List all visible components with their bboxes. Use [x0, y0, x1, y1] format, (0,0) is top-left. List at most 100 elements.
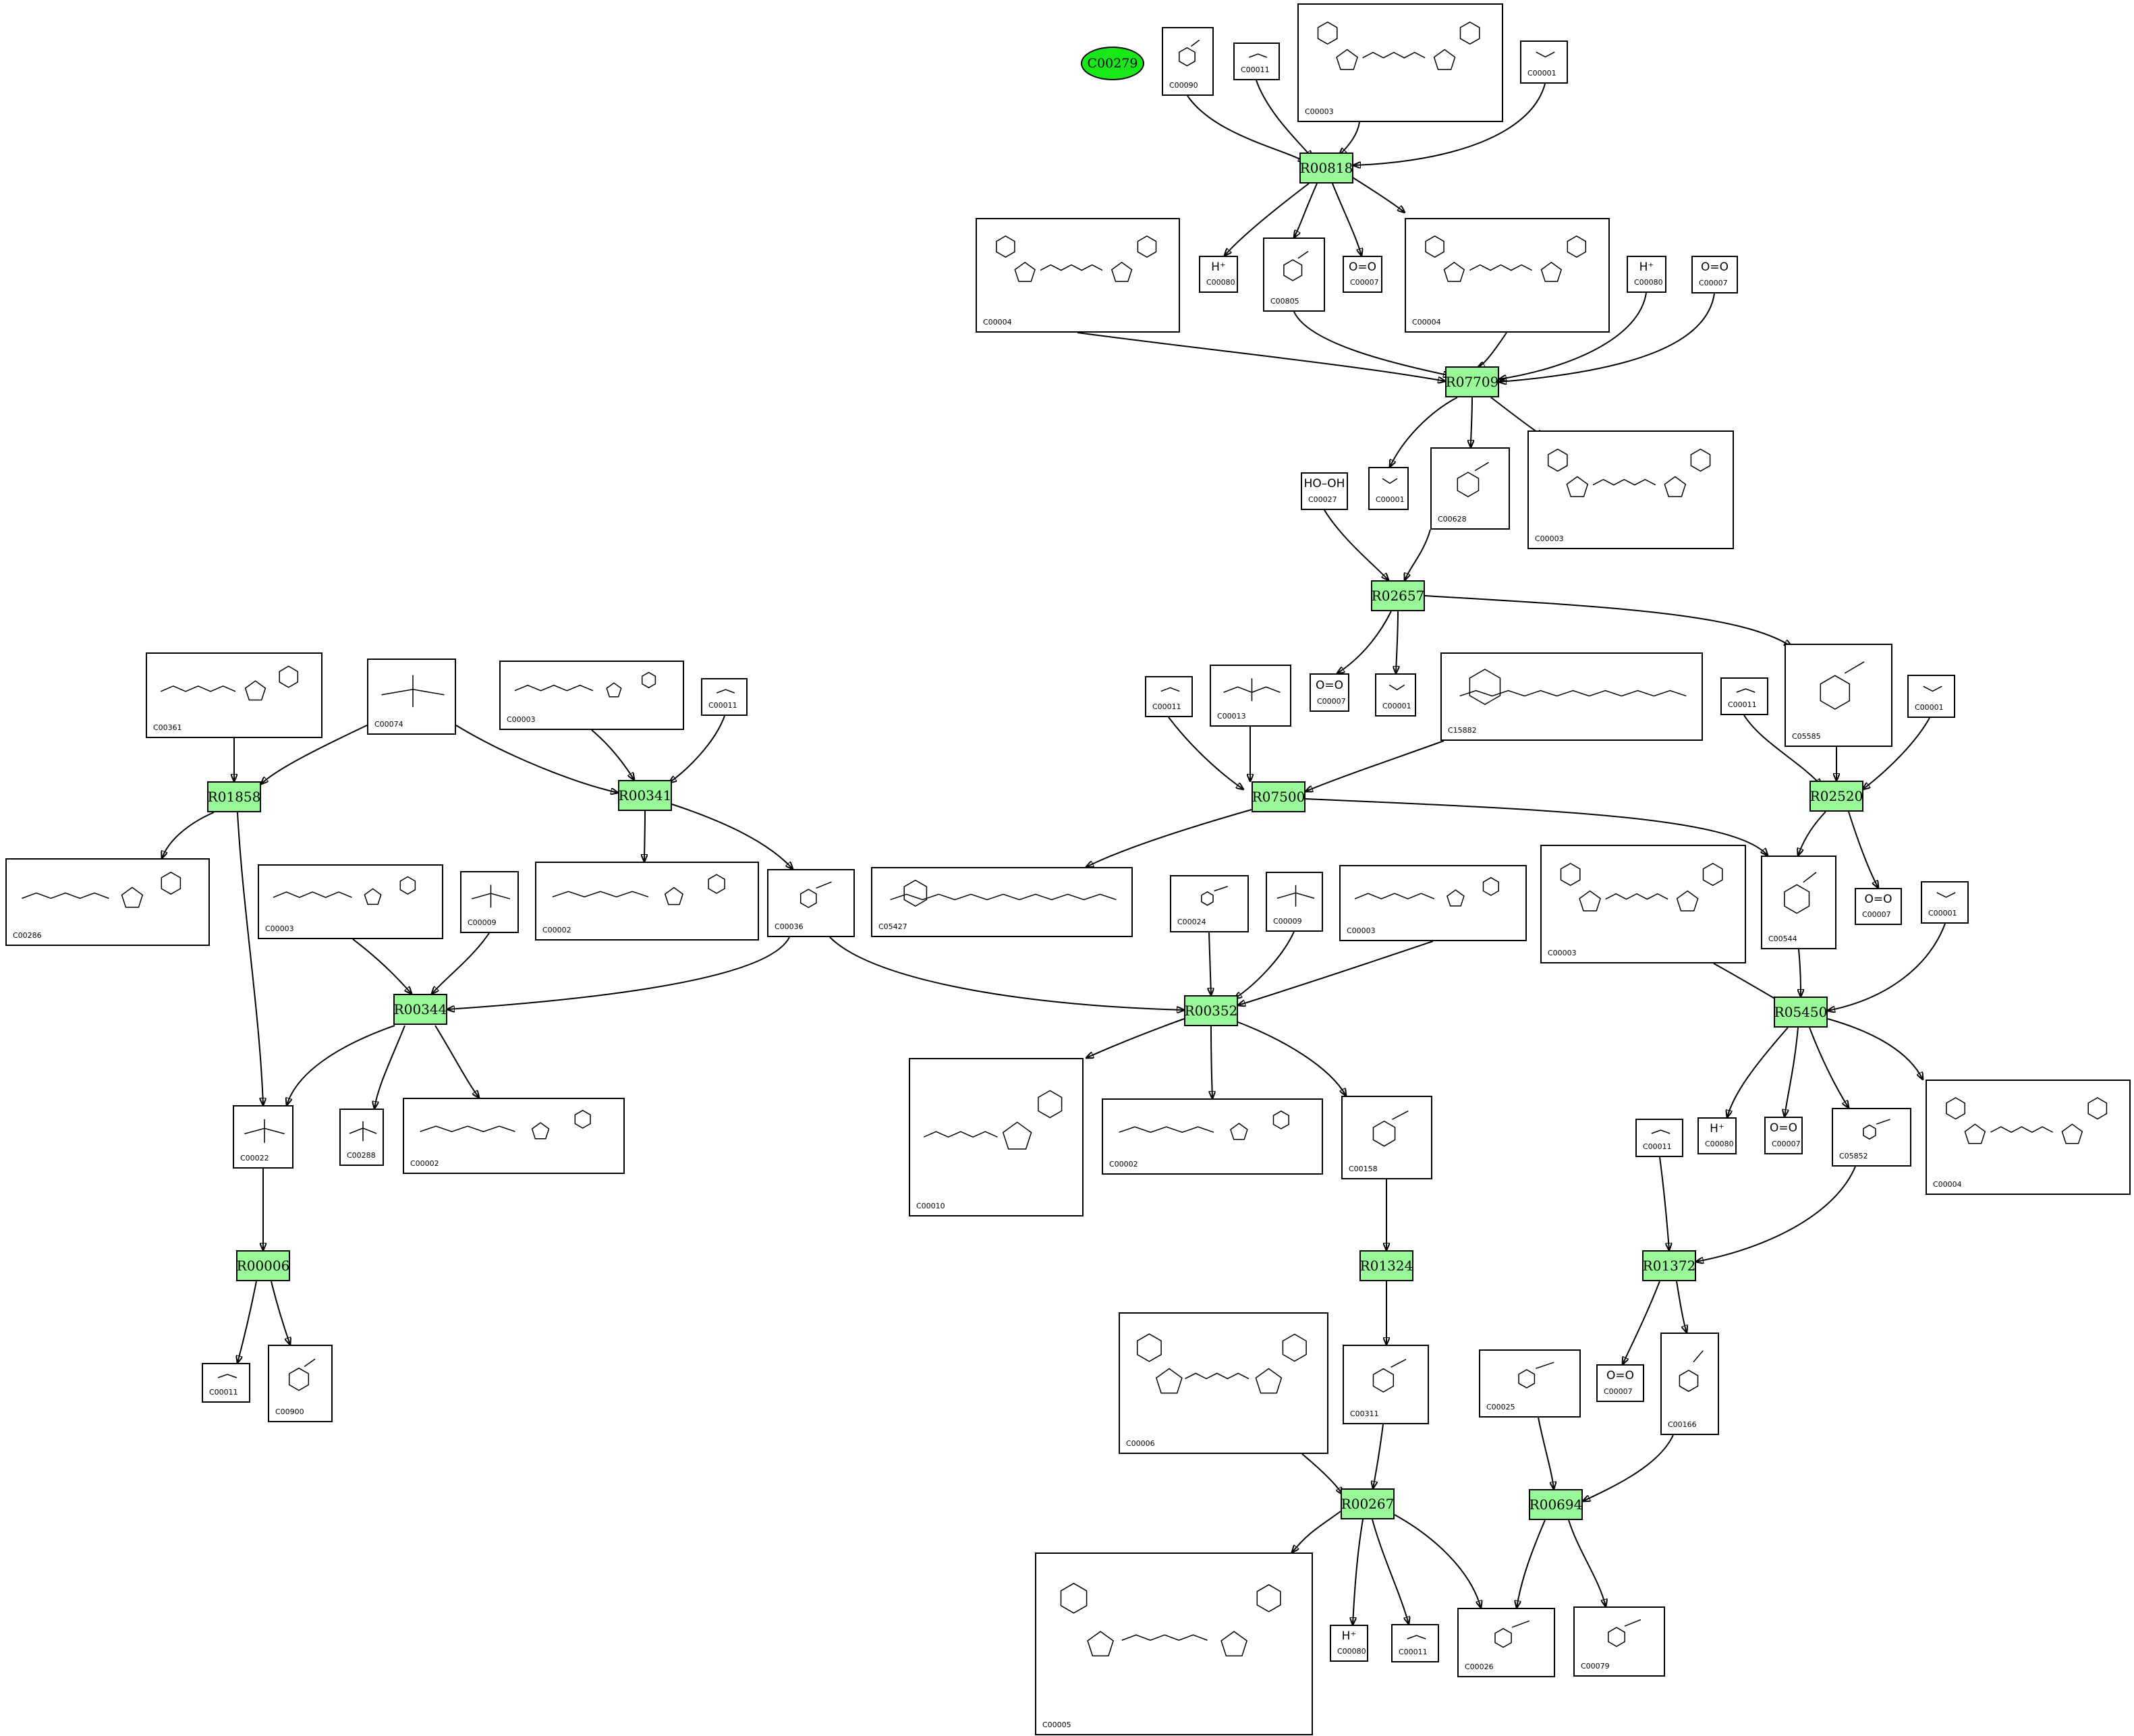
- reaction-node-r02657[interactable]: R02657: [1371, 580, 1425, 611]
- compound-node-c00080[interactable]: H⁺C00080: [1697, 1117, 1737, 1154]
- start-compound-node[interactable]: C00279: [1081, 47, 1144, 80]
- structure-drawing: [799, 881, 832, 908]
- edge-arrow: [1623, 1281, 1660, 1364]
- compound-node-c00003[interactable]: C00003: [499, 661, 684, 730]
- compound-id-label: C00004: [1412, 318, 1441, 327]
- edge-arrow: [1187, 95, 1305, 162]
- compound-node-c00003[interactable]: C00003: [1297, 3, 1503, 122]
- compound-node-c00080[interactable]: H⁺C00080: [1330, 1625, 1368, 1662]
- compound-node-c00080[interactable]: H⁺C00080: [1199, 256, 1238, 293]
- structure-drawing: [1317, 21, 1480, 70]
- compound-node-c00003[interactable]: C00003: [1527, 430, 1734, 549]
- compound-node-c00024[interactable]: C00024: [1170, 875, 1249, 932]
- compound-node-c00009[interactable]: C00009: [1266, 872, 1323, 932]
- compound-node-c00288[interactable]: C00288: [339, 1109, 384, 1166]
- compound-node-c00805[interactable]: C00805: [1263, 237, 1325, 312]
- reaction-node-r01324[interactable]: R01324: [1359, 1250, 1413, 1281]
- reaction-node-r07709[interactable]: R07709: [1445, 366, 1499, 397]
- compound-id-label: C00011: [708, 701, 737, 710]
- compound-node-c00005[interactable]: C00005: [1035, 1552, 1313, 1735]
- reaction-node-r01372[interactable]: R01372: [1642, 1250, 1696, 1281]
- compound-node-c00286[interactable]: C00286: [5, 858, 210, 946]
- compound-node-c00001[interactable]: C00001: [1907, 675, 1955, 718]
- compound-node-c00011[interactable]: C00011: [1233, 43, 1280, 80]
- compound-node-c00080[interactable]: H⁺C00080: [1627, 256, 1666, 293]
- reaction-node-r02520[interactable]: R02520: [1809, 781, 1863, 812]
- compound-node-c00036[interactable]: C00036: [767, 869, 855, 937]
- reaction-node-r00694[interactable]: R00694: [1529, 1489, 1583, 1520]
- compound-id-label: C00080: [1206, 278, 1235, 287]
- compound-node-c00010[interactable]: C00010: [909, 1058, 1084, 1216]
- compound-node-c00004[interactable]: C00004: [976, 218, 1180, 333]
- compound-id-label: C00007: [1862, 910, 1891, 919]
- reaction-node-r00267[interactable]: R00267: [1341, 1488, 1395, 1519]
- compound-node-c00900[interactable]: C00900: [268, 1345, 333, 1422]
- edge-arrow: [287, 1025, 395, 1105]
- compound-node-c00025[interactable]: C00025: [1479, 1349, 1581, 1418]
- edge-arrow: [1809, 1027, 1849, 1108]
- compound-node-c00011[interactable]: C00011: [1391, 1624, 1439, 1662]
- reaction-node-r00344[interactable]: R00344: [393, 994, 447, 1025]
- compound-node-c00009[interactable]: C00009: [460, 871, 519, 933]
- compound-node-c00361[interactable]: C00361: [146, 652, 322, 738]
- edge-arrow: [1293, 311, 1451, 376]
- compound-node-c00001[interactable]: C00001: [1520, 40, 1568, 84]
- compound-node-c00158[interactable]: C00158: [1341, 1096, 1432, 1179]
- reaction-node-r00352[interactable]: R00352: [1184, 995, 1238, 1026]
- compound-node-c00001[interactable]: C00001: [1368, 467, 1409, 510]
- structure-drawing: [1547, 448, 1711, 497]
- compound-id-label: C00001: [1928, 909, 1957, 918]
- compound-node-c15882[interactable]: C15882: [1440, 652, 1703, 741]
- reaction-node-r00818[interactable]: R00818: [1299, 152, 1353, 184]
- compound-id-label: C00079: [1581, 1662, 1610, 1671]
- compound-node-c00001[interactable]: C00001: [1375, 673, 1416, 717]
- compound-id-label: C00628: [1438, 515, 1467, 524]
- compound-node-c00011[interactable]: C00011: [1720, 677, 1768, 715]
- compound-node-c00004[interactable]: C00004: [1926, 1080, 2131, 1195]
- compound-node-c00001[interactable]: C00001: [1921, 881, 1969, 924]
- compound-node-c00004[interactable]: C00004: [1405, 218, 1610, 333]
- compound-node-c00002[interactable]: C00002: [535, 862, 759, 941]
- compound-node-c00311[interactable]: C00311: [1343, 1345, 1429, 1424]
- compound-node-c00003[interactable]: C00003: [258, 864, 443, 939]
- compound-node-c00166[interactable]: C00166: [1660, 1333, 1719, 1435]
- reaction-node-r00006[interactable]: R00006: [236, 1250, 290, 1281]
- reaction-node-r07500[interactable]: R07500: [1252, 781, 1305, 812]
- compound-node-c05585[interactable]: C05585: [1785, 644, 1892, 747]
- compound-id-label: C00001: [1382, 702, 1411, 710]
- edge-arrow: [1353, 1519, 1364, 1625]
- reaction-node-r01858[interactable]: R01858: [207, 781, 261, 812]
- edge-arrow: [1517, 1519, 1546, 1608]
- compound-node-c00074[interactable]: C00074: [367, 659, 456, 735]
- compound-node-c00544[interactable]: C00544: [1761, 856, 1836, 949]
- reaction-node-r00341[interactable]: R00341: [618, 780, 672, 811]
- compound-node-c00079[interactable]: C00079: [1573, 1606, 1665, 1677]
- compound-node-c00011[interactable]: C00011: [701, 678, 748, 716]
- compound-node-c00090[interactable]: C00090: [1162, 27, 1214, 96]
- compound-node-c05852[interactable]: C05852: [1832, 1108, 1911, 1167]
- compound-id-label: C00001: [1915, 703, 1944, 712]
- compound-id-label: C00036: [775, 922, 804, 931]
- compound-node-c00022[interactable]: C00022: [233, 1105, 293, 1169]
- compound-node-c05427[interactable]: C05427: [871, 867, 1133, 937]
- compound-node-c00002[interactable]: C00002: [1102, 1098, 1323, 1175]
- compound-node-c00002[interactable]: C00002: [403, 1098, 625, 1174]
- compound-node-c00026[interactable]: C00026: [1457, 1608, 1555, 1677]
- compound-node-c00003[interactable]: C00003: [1540, 845, 1746, 963]
- compound-node-c00006[interactable]: C00006: [1119, 1312, 1328, 1454]
- compound-node-c00011[interactable]: C00011: [1145, 676, 1193, 717]
- compound-node-c00011[interactable]: C00011: [202, 1363, 250, 1403]
- compound-node-c00011[interactable]: C00011: [1635, 1119, 1683, 1157]
- reaction-node-r05450[interactable]: R05450: [1774, 997, 1828, 1028]
- compound-node-c00013[interactable]: C00013: [1210, 665, 1291, 727]
- compound-id-label: C00011: [1152, 702, 1181, 711]
- compound-node-c00628[interactable]: C00628: [1430, 447, 1510, 530]
- compound-node-c00003[interactable]: C00003: [1339, 865, 1527, 941]
